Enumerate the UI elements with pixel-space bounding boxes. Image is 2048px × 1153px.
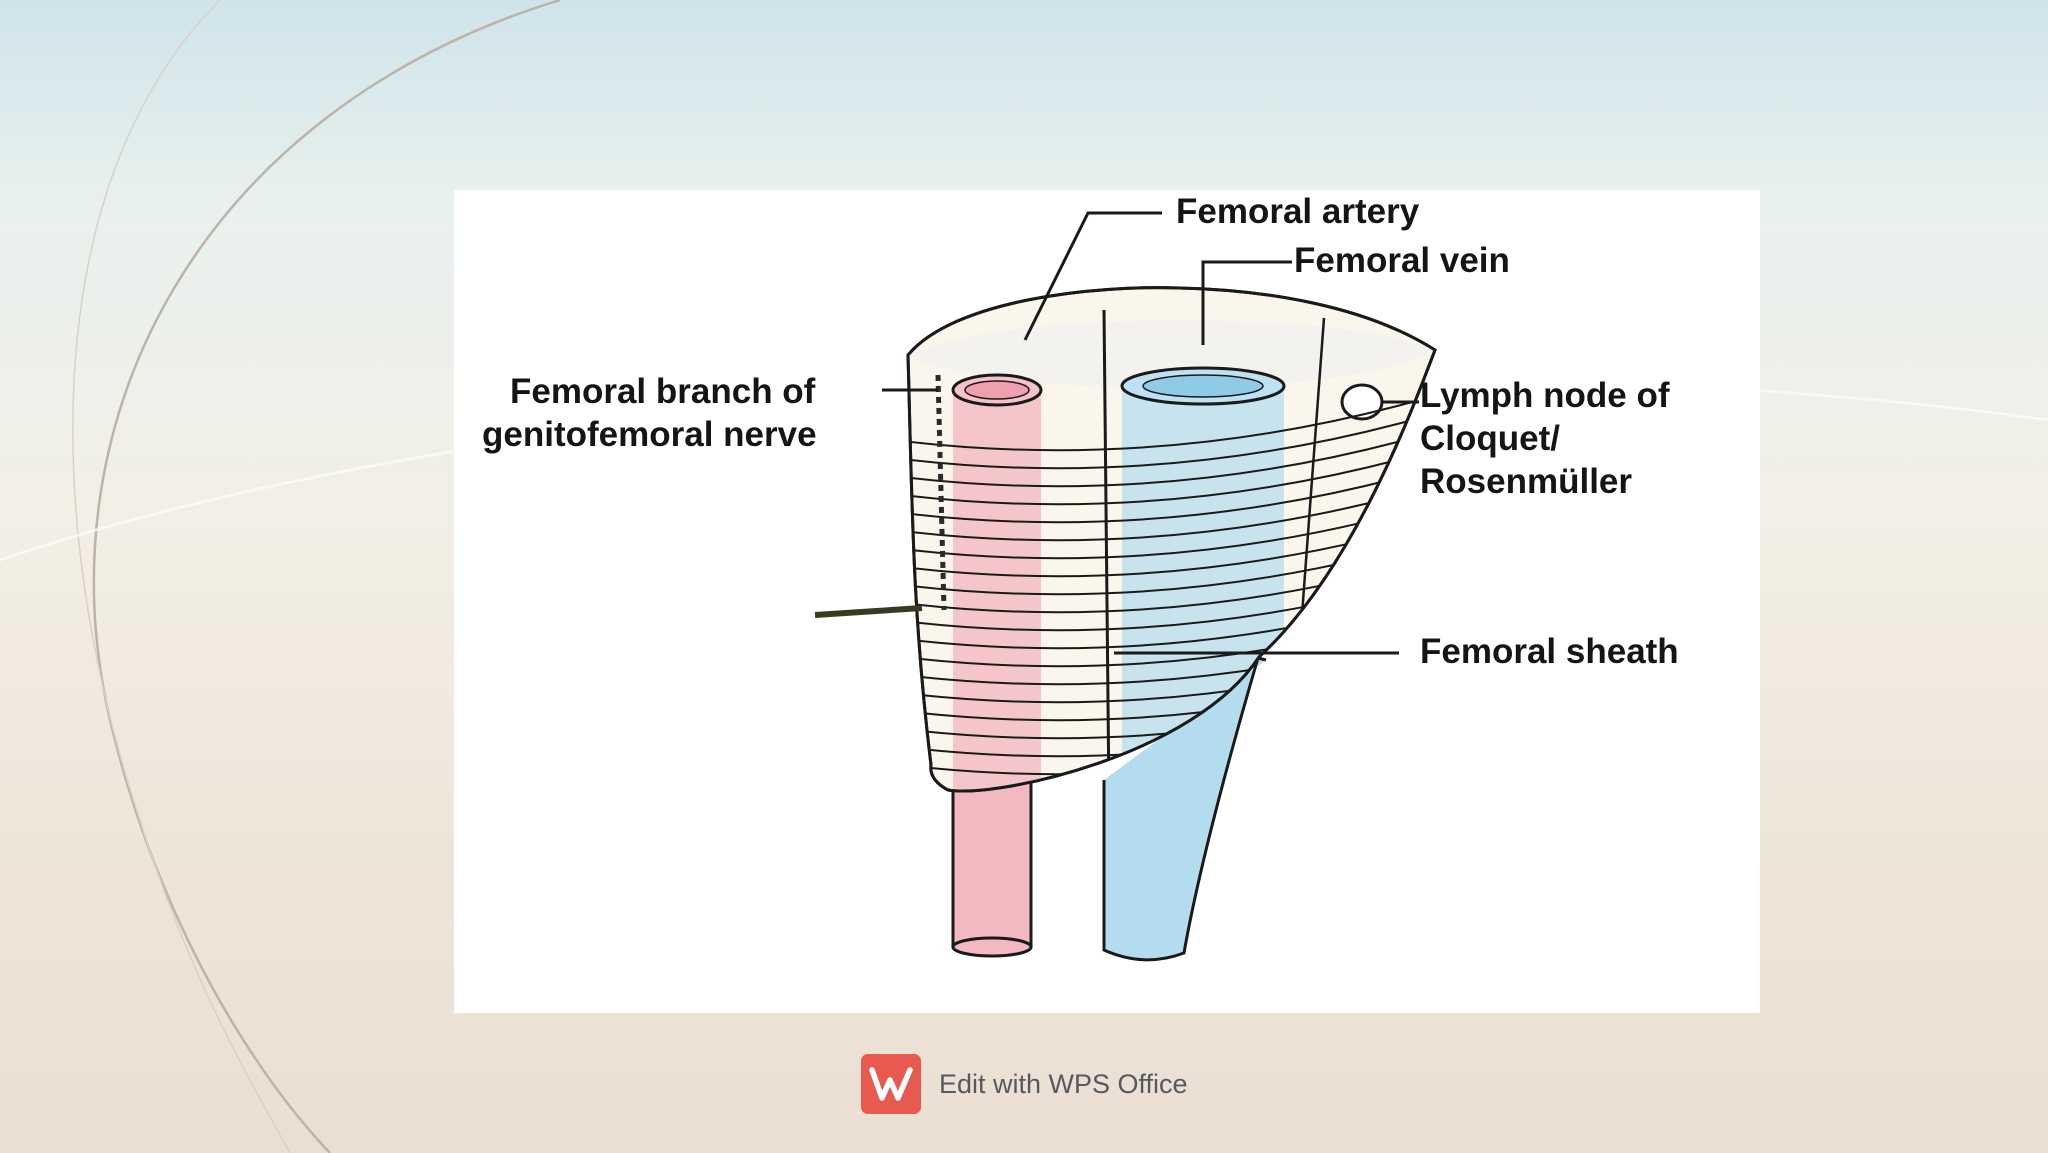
vein-lower <box>1102 656 1267 962</box>
wps-edit-banner[interactable]: Edit with WPS Office <box>861 1054 1188 1114</box>
leader-lines <box>882 211 1419 655</box>
label-femoral-sheath: Femoral sheath <box>1420 632 1679 671</box>
artery-lower <box>951 778 1033 958</box>
label-femoral-artery: Femoral artery <box>1176 192 1420 231</box>
label-femoral-vein: Femoral vein <box>1294 241 1510 280</box>
wps-edit-text[interactable]: Edit with WPS Office <box>939 1068 1188 1099</box>
label-nerve-line2: genitofemoral nerve <box>482 415 817 454</box>
label-lymph-line1: Lymph node of <box>1420 376 1670 415</box>
femoral-sheath-diagram: Femoral artery Femoral vein Femoral bran… <box>454 190 1760 1013</box>
femoral-sheath-shape <box>906 286 1437 793</box>
wps-office-logo-icon[interactable] <box>861 1054 921 1114</box>
label-nerve-line1: Femoral branch of <box>510 372 816 411</box>
diagram-drawing <box>814 211 1437 962</box>
label-lymph-line2: Cloquet/ <box>1420 419 1560 458</box>
genitofemoral-nerve-stub <box>814 605 923 618</box>
label-lymph-line3: Rosenmüller <box>1420 462 1632 501</box>
